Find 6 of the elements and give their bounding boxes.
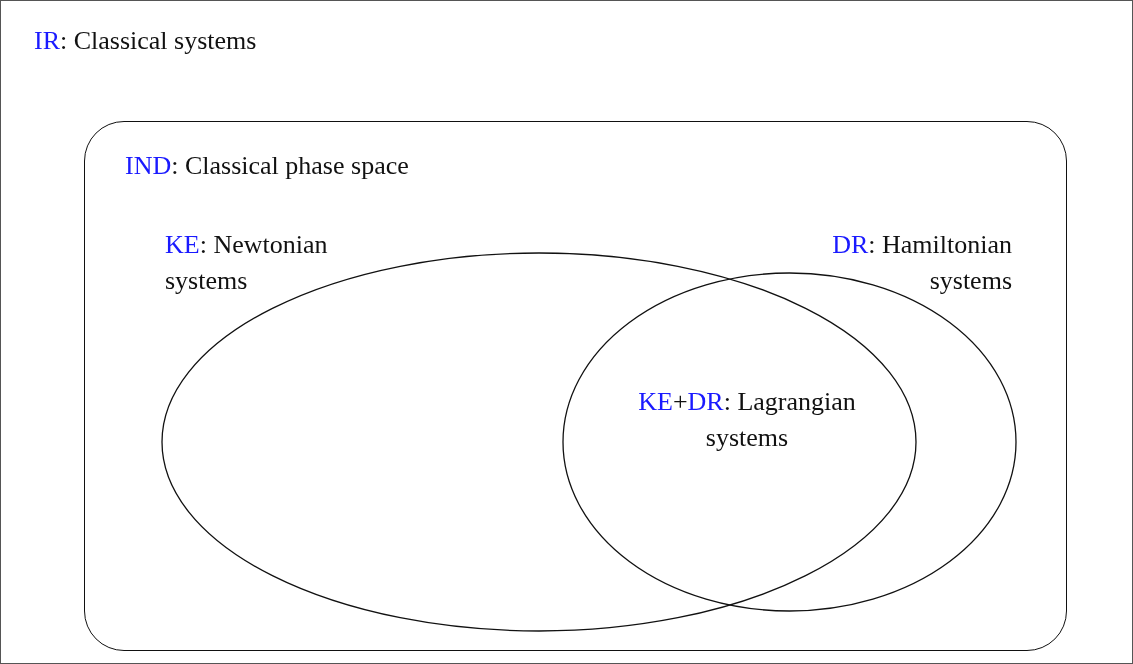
set-label: KE: Newtonian systems (165, 229, 329, 297)
set-label: IND: Classical phase space (125, 150, 410, 182)
intersection-label: KE+DR: Lagrangian systems (637, 386, 857, 454)
set-label: DR: Hamiltonian systems (831, 229, 1012, 297)
set-label: IR: Classical systems (34, 25, 258, 57)
rounded-panel (84, 121, 1067, 651)
